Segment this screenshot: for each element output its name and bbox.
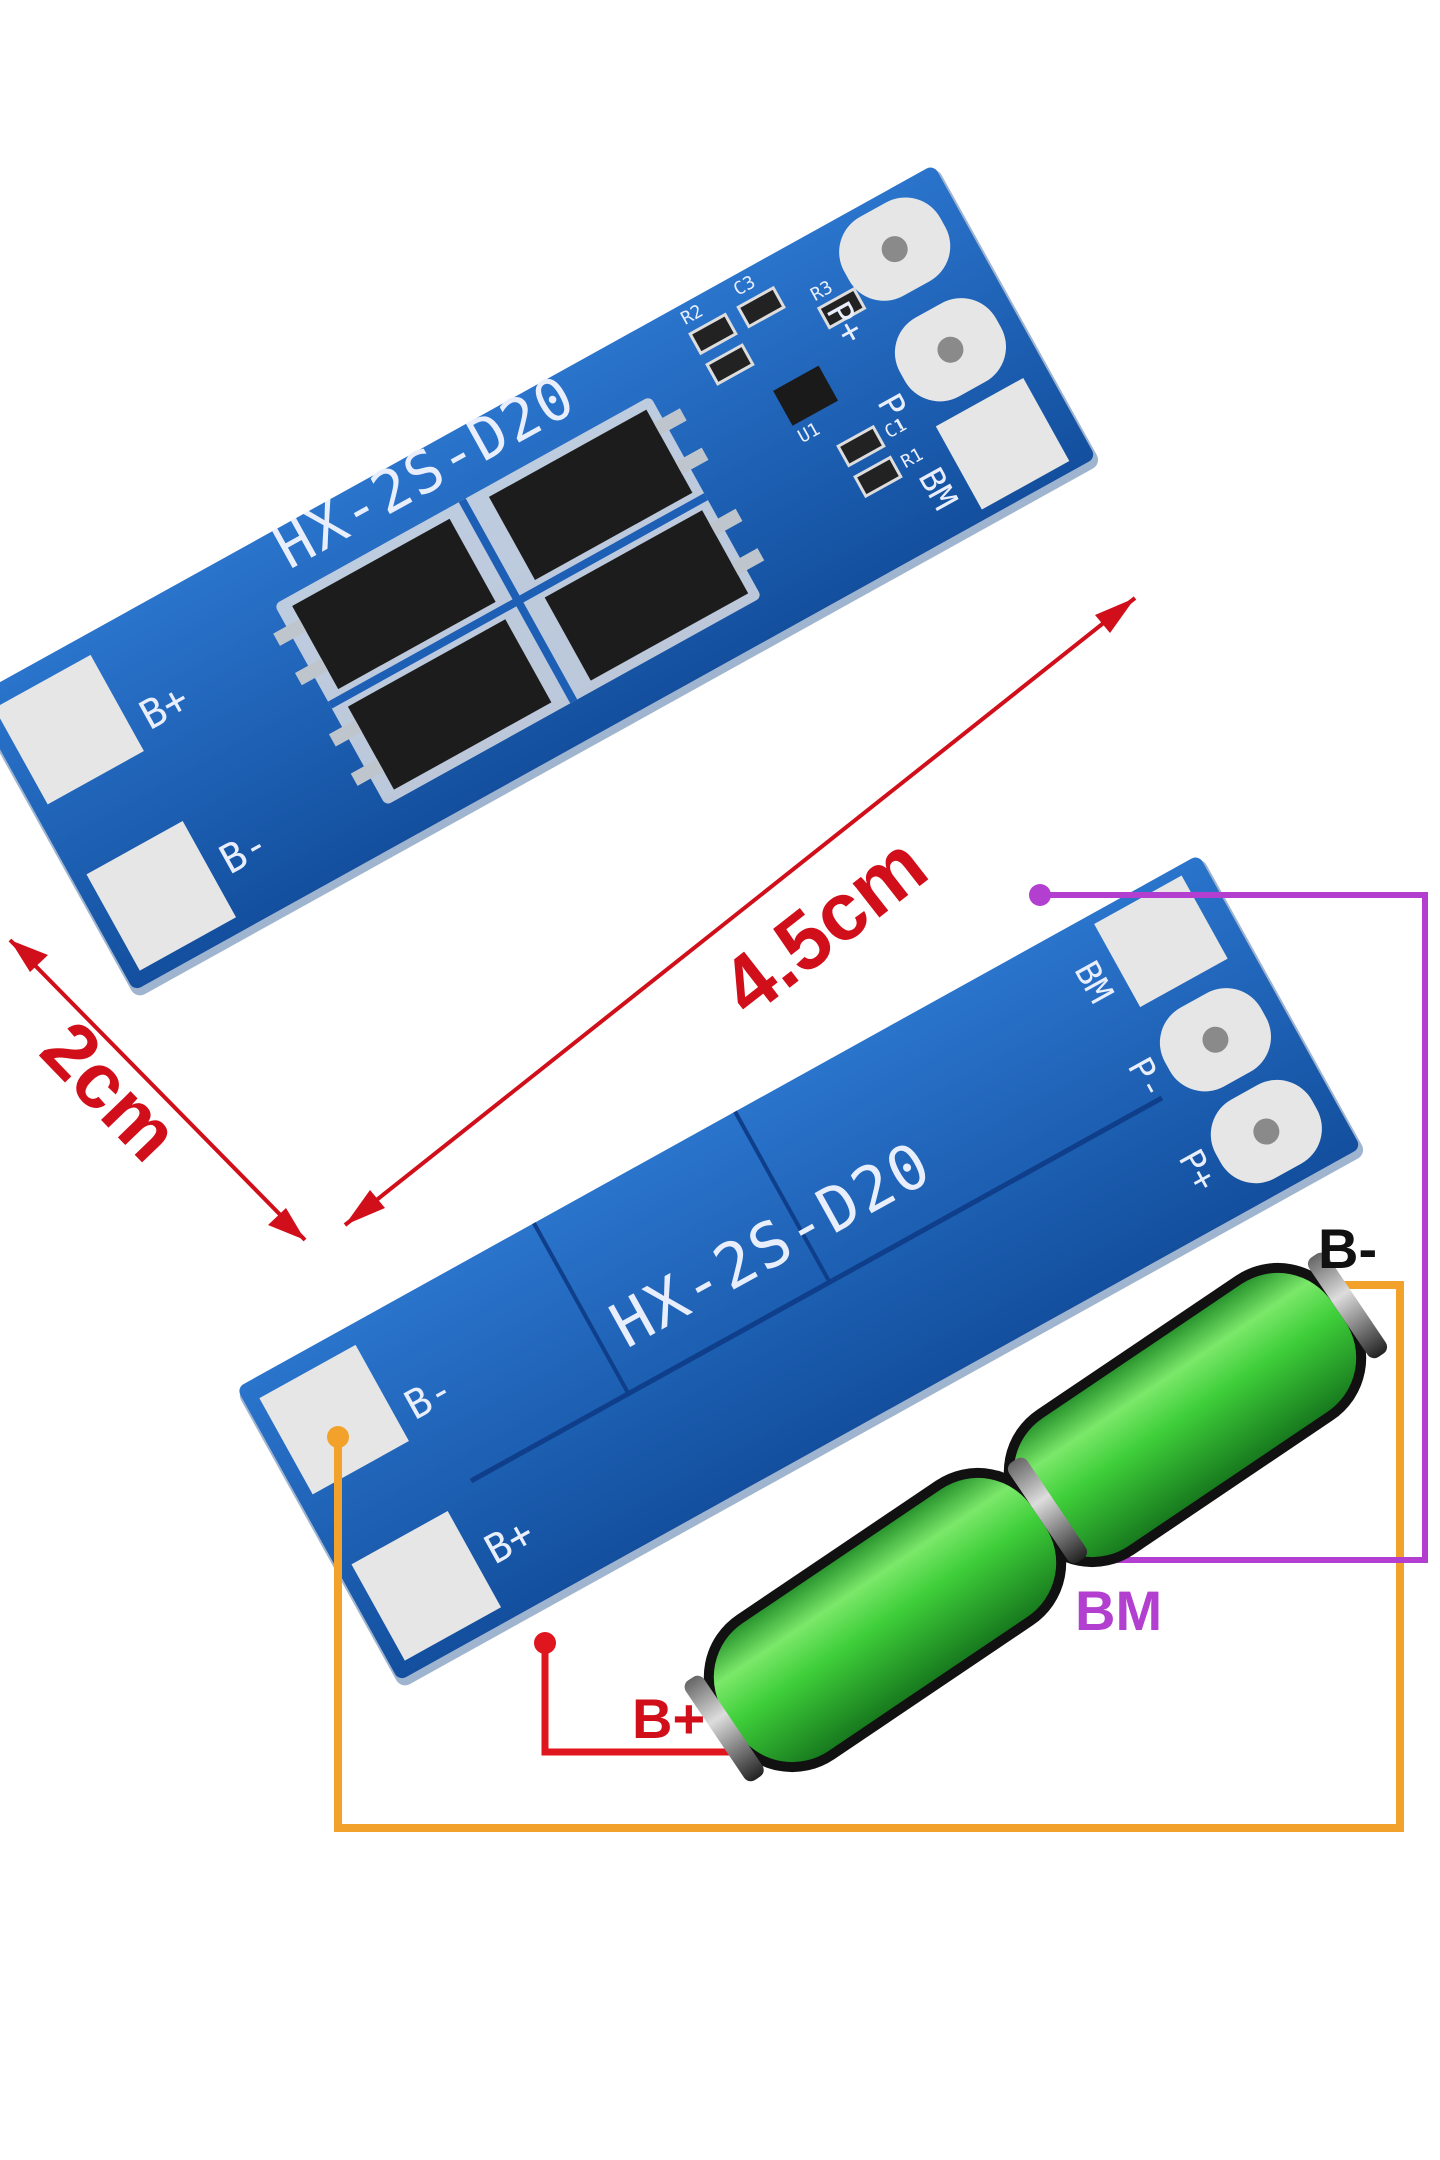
battery-cell-lower xyxy=(684,1457,1088,1782)
bottom-board: HX-2S-D20 B- B+ BM P- P+ xyxy=(239,857,1364,1686)
top-pad-pminus xyxy=(894,298,1006,402)
top-board: HX-2S-D20 R2 C3 R3 U1 C1 R1 B+ B- xyxy=(0,167,1099,996)
bottom-pad-bplus xyxy=(351,1511,502,1661)
bottom-pad-bminus xyxy=(259,1344,409,1495)
callout-bminus: B- xyxy=(1318,1217,1377,1280)
bottom-pad-bm xyxy=(1094,875,1228,1008)
wire-bplus xyxy=(541,1643,760,1756)
mosfet-q3 xyxy=(488,408,709,580)
dimension-width-label: 2cm xyxy=(25,1004,197,1177)
bottom-pad-pplus xyxy=(1210,1079,1322,1184)
wire-bplus-dot xyxy=(534,1632,556,1654)
callout-bplus: B+ xyxy=(632,1687,705,1750)
callout-bm: BM xyxy=(1075,1579,1162,1642)
bottom-board-pcb xyxy=(239,857,1359,1679)
mosfet-q4 xyxy=(544,508,765,681)
top-pad-pplus xyxy=(839,197,951,301)
wire-bminus xyxy=(334,1281,1404,1832)
mosfet-q2 xyxy=(328,619,552,790)
top-pad-bm xyxy=(935,377,1070,510)
top-pad-bplus xyxy=(0,654,144,805)
dimension-length-label: 4.5cm xyxy=(704,819,943,1034)
wire-bminus-dot xyxy=(327,1426,349,1448)
bottom-pad-pminus xyxy=(1159,988,1271,1092)
top-pad-bminus xyxy=(86,821,237,971)
wire-bm-dot xyxy=(1029,884,1051,906)
mosfet-q1 xyxy=(273,518,496,690)
